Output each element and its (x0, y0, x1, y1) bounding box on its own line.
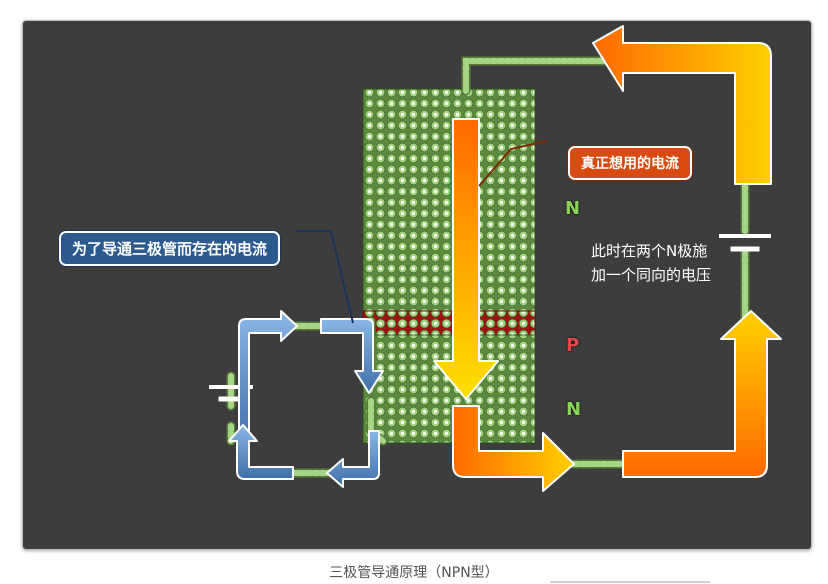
bias-current-arrow (228, 310, 384, 488)
n-region-emitter (362, 334, 536, 444)
figure-caption: 三极管导通原理（NPN型） (329, 565, 499, 581)
voltage-note: 此时在两个N极施 加一个同向的电压 (591, 239, 761, 287)
n-region-bottom-label: N (566, 399, 582, 420)
n-region-top-label: N (565, 198, 581, 219)
voltage-note-line-1: 此时在两个N极施 (591, 242, 708, 260)
diagram-stage: 为了导通三极管而存在的电流 真正想用的电流 N P N 此时在两个N极施 加一个… (22, 20, 812, 550)
caption-divider (550, 581, 710, 583)
voltage-note-line-2: 加一个同向的电压 (591, 266, 712, 284)
callout-leaders (295, 140, 548, 324)
bias-current-label: 为了导通三极管而存在的电流 (59, 231, 281, 266)
n-region-collector (362, 88, 536, 312)
main-current-arrow (433, 25, 782, 492)
transistor-diagram (209, 25, 782, 492)
p-region-label: P (566, 335, 580, 356)
p-region-base (362, 310, 536, 336)
battery-right-icon (719, 234, 771, 252)
main-current-label: 真正想用的电流 (568, 146, 692, 180)
